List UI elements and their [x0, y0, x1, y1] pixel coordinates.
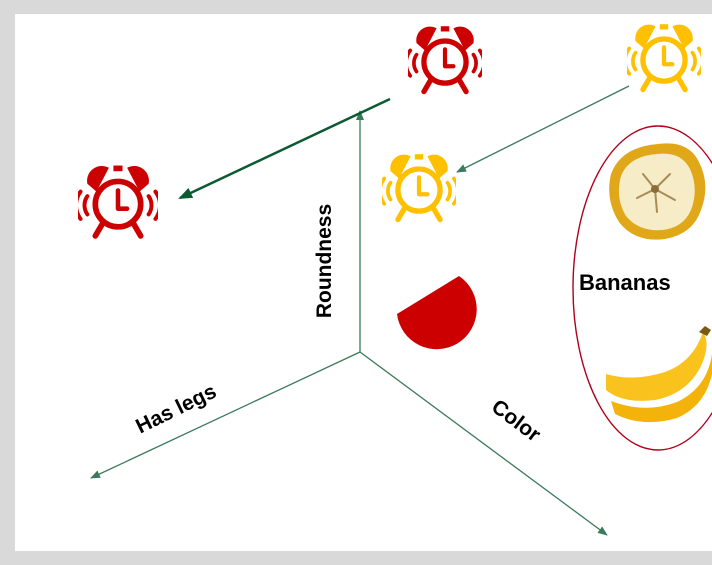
red-alarm-clock-icon	[406, 26, 484, 91]
roundness-axis-label: Roundness	[313, 204, 336, 318]
yellow-alarm-clock-icon	[625, 24, 703, 89]
yellow-alarm-clock-icon	[380, 154, 458, 219]
bananas-label: Bananas	[579, 270, 671, 295]
yellow-clock-movement-arrow	[456, 85, 630, 173]
red-alarm-clock-icon	[76, 166, 160, 236]
banana-slice-image	[609, 143, 706, 240]
left-axis	[90, 351, 361, 479]
color-axis-label: Color	[487, 395, 545, 446]
slide-canvas: Roundness Has legs Color Bananas	[15, 14, 712, 551]
red-semicircle-shape	[397, 276, 477, 350]
bananas-group-ellipse	[572, 125, 712, 451]
has-legs-axis-label: Has legs	[132, 380, 220, 439]
right-axis	[359, 351, 608, 536]
embedding-space-diagram: Roundness Has legs Color Bananas	[15, 14, 712, 536]
red-clock-movement-arrow	[178, 97, 391, 200]
banana-bunch-image	[606, 326, 712, 423]
